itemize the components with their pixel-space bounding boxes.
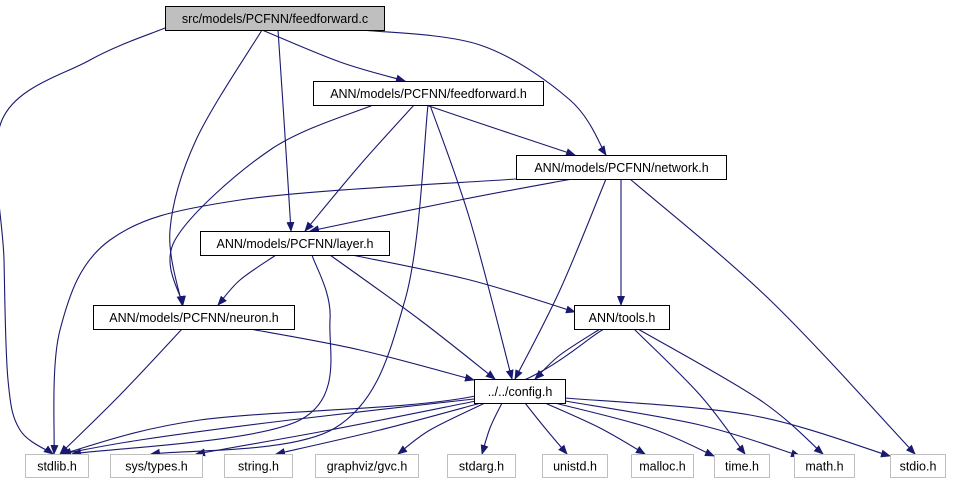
node-label: ANN/tools.h [589, 311, 656, 325]
edge-config-h-to-stdio-h [564, 397, 891, 458]
edge-config-h-to-stdarg-h [480, 402, 503, 455]
node-tools-h[interactable]: ANN/tools.h [574, 305, 670, 330]
node-label: string.h [238, 460, 279, 474]
node-label: sys/types.h [125, 460, 188, 474]
node-label: malloc.h [639, 460, 686, 474]
node-box [516, 155, 727, 180]
edge-tools-h-to-time-h [633, 328, 746, 455]
node-label: unistd.h [553, 460, 597, 474]
node-box [93, 305, 295, 330]
node-unistd-h: unistd.h [542, 454, 608, 478]
node-box [25, 454, 89, 478]
edge-layer-h-to-sys-types-h [71, 254, 332, 457]
node-label: ANN/models/PCFNN/network.h [534, 161, 708, 175]
node-sys-types-h: sys/types.h [110, 454, 203, 478]
edge-network-h-to-layer-h [309, 178, 573, 234]
node-box [574, 305, 670, 330]
edges-layer [0, 27, 916, 458]
node-feedforward-c[interactable]: src/models/PCFNN/feedforward.c [165, 6, 385, 31]
node-network-h[interactable]: ANN/models/PCFNN/network.h [516, 155, 727, 180]
edge-config-h-to-malloc-h [544, 402, 646, 455]
node-box [542, 454, 608, 478]
node-neuron-h[interactable]: ANN/models/PCFNN/neuron.h [93, 305, 295, 330]
edge-config-h-to-string-h [275, 402, 482, 456]
node-malloc-h: malloc.h [631, 454, 694, 478]
edge-tools-h-to-stdlib-h [61, 328, 605, 456]
edge-feedforward-h-to-layer-h [304, 104, 415, 232]
node-box [890, 454, 946, 478]
node-feedforward-h[interactable]: ANN/models/PCFNN/feedforward.h [313, 81, 544, 106]
node-box [474, 379, 566, 404]
node-box [110, 454, 203, 478]
node-time-h: time.h [714, 454, 770, 478]
edge-layer-h-to-tools-h [351, 254, 576, 314]
node-stdarg-h: stdarg.h [447, 454, 516, 478]
edge-neuron-h-to-config-h [249, 328, 475, 382]
node-layer-h[interactable]: ANN/models/PCFNN/layer.h [200, 231, 390, 256]
edge-feedforward-h-to-neuron-h [169, 104, 374, 306]
node-label: src/models/PCFNN/feedforward.c [182, 12, 368, 26]
node-stdio-h: stdio.h [890, 454, 946, 478]
edge-neuron-h-to-stdlib-h [59, 328, 183, 455]
edge-feedforward-h-to-network-h [425, 104, 576, 156]
node-label: graphviz/gvc.h [327, 460, 408, 474]
edge-config-h-to-stdlib-h [61, 398, 475, 457]
edge-feedforward-c-to-network-h [361, 29, 607, 156]
node-label: time.h [725, 460, 759, 474]
node-box [631, 454, 694, 478]
edge-feedforward-c-to-layer-h [277, 29, 295, 232]
node-config-h[interactable]: ../../config.h [474, 379, 566, 404]
node-stdlib-h: stdlib.h [25, 454, 89, 478]
node-gvc-h: graphviz/gvc.h [315, 454, 419, 478]
edge-config-h-to-unistd-h [524, 402, 568, 455]
edge-layer-h-to-config-h [329, 254, 496, 380]
node-label: ANN/models/PCFNN/feedforward.h [330, 87, 527, 101]
node-box [165, 6, 385, 31]
nodes-layer: src/models/PCFNN/feedforward.cANN/models… [25, 6, 946, 478]
edge-layer-h-to-neuron-h [217, 254, 277, 306]
node-label: math.h [805, 460, 843, 474]
edge-feedforward-h-to-sys-types-h [150, 104, 429, 457]
edge-feedforward-h-to-config-h [429, 104, 514, 380]
edge-network-h-to-config-h [514, 178, 607, 380]
node-box [714, 454, 770, 478]
node-box [224, 454, 293, 478]
edge-config-h-to-sys-types-h [195, 400, 477, 457]
edge-network-h-to-stdio-h [629, 178, 916, 455]
node-box [447, 454, 516, 478]
edge-feedforward-c-to-feedforward-h [261, 29, 406, 83]
edge-config-h-to-time-h [554, 402, 715, 457]
node-box [794, 454, 855, 478]
node-label: ANN/models/PCFNN/neuron.h [109, 311, 279, 325]
edge-config-h-to-math-h [564, 400, 801, 458]
edge-feedforward-c-to-neuron-h [169, 29, 263, 306]
node-math-h: math.h [794, 454, 855, 478]
node-box [313, 81, 544, 106]
node-box [315, 454, 419, 478]
edge-tools-h-to-config-h [534, 328, 601, 380]
edge-config-h-to-gvc-h [397, 402, 486, 455]
edge-tools-h-to-math-h [637, 328, 824, 455]
edge-network-h-to-stdlib-h [50, 178, 517, 455]
edge-feedforward-c-to-stdlib-h [0, 27, 166, 455]
node-box [200, 231, 390, 256]
node-label: ../../config.h [488, 385, 553, 399]
node-string-h: string.h [224, 454, 293, 478]
node-label: stdlib.h [37, 460, 77, 474]
node-label: stdio.h [900, 460, 937, 474]
node-label: ANN/models/PCFNN/layer.h [217, 237, 374, 251]
node-label: stdarg.h [459, 460, 504, 474]
